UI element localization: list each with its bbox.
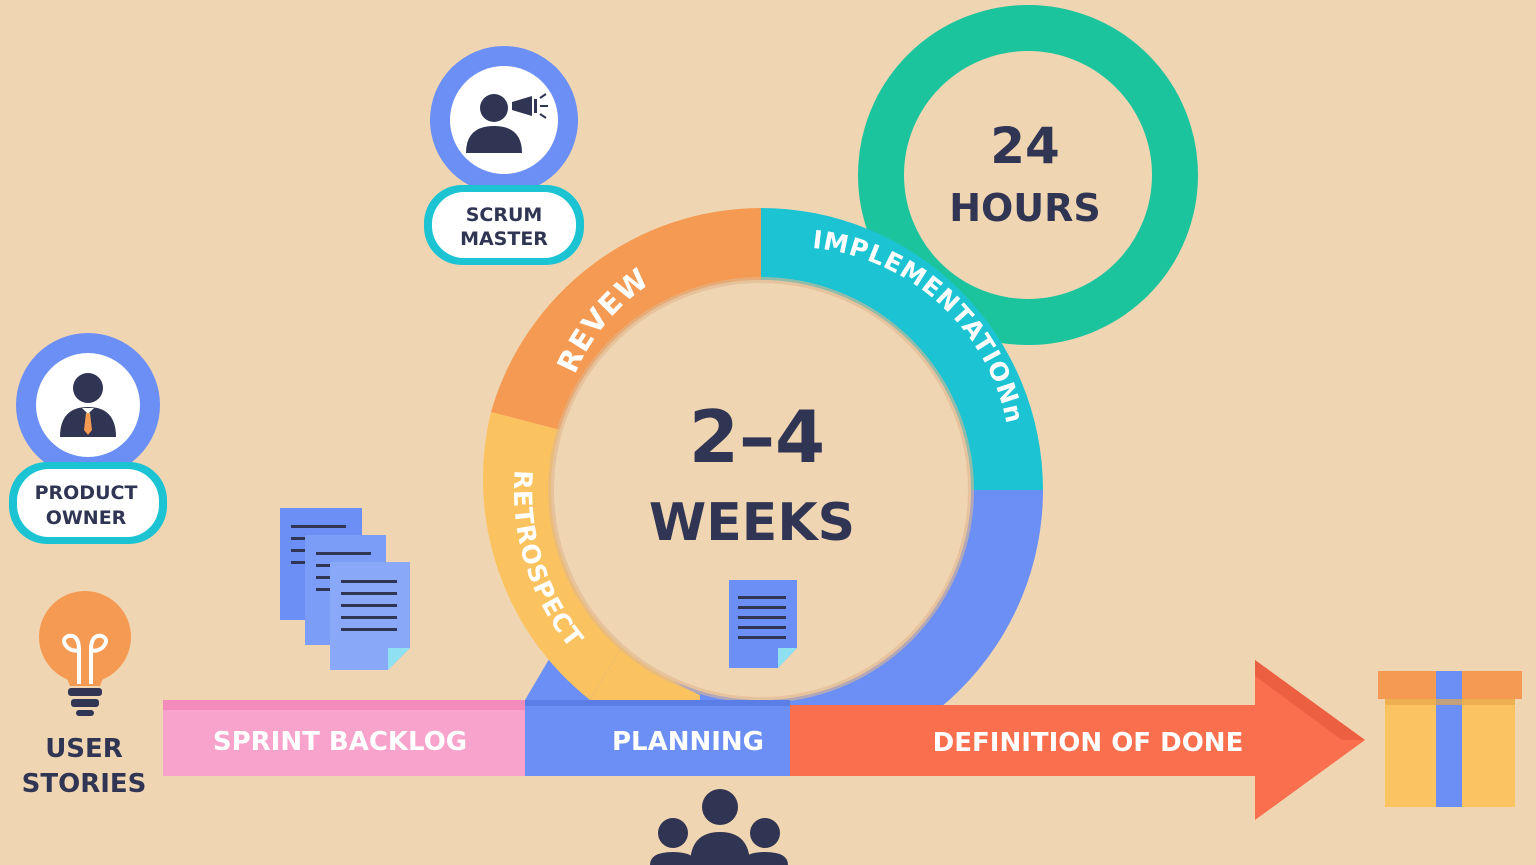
daily-value: 24 [990, 117, 1060, 175]
scrum-master-line1: SCRUM [466, 204, 543, 226]
sprint-document-icon [729, 580, 797, 668]
backlog-documents-icon [280, 508, 410, 670]
sprint-duration-unit: WEEKS [649, 493, 855, 553]
scrum-master-role: SCRUM MASTER [424, 46, 584, 265]
sprint-backlog-label: SPRINT BACKLOG [213, 727, 467, 757]
scrum-master-line2: MASTER [460, 228, 548, 250]
definition-of-done-label: DEFINITION OF DONE [933, 728, 1244, 758]
product-owner-line1: PRODUCT [35, 482, 138, 504]
sprint-backlog-band: SPRINT BACKLOG [163, 700, 525, 776]
megaphone-person-icon [466, 93, 548, 153]
gift-box-icon [1378, 671, 1522, 807]
user-stories-line1: USER [45, 734, 123, 764]
user-stories: USER STORIES [22, 591, 147, 799]
team-icon [650, 789, 788, 865]
lightbulb-icon [39, 591, 131, 716]
product-owner-line2: OWNER [46, 507, 127, 529]
daily-unit: HOURS [949, 186, 1101, 230]
businessman-icon [60, 373, 116, 437]
product-owner-role: PRODUCT OWNER [9, 333, 167, 544]
planning-band: PLANNING [525, 700, 790, 776]
definition-of-done-arrow: DEFINITION OF DONE [780, 660, 1365, 820]
sprint-cycle-ring: REVEW IMPLEMENTATIONn RETROSPECT 2–4 WEE… [482, 208, 1043, 772]
sprint-duration-value: 2–4 [689, 395, 825, 479]
daily-cycle-ring: 24 HOURS [858, 5, 1198, 345]
user-stories-line2: STORIES [22, 769, 147, 799]
planning-label: PLANNING [612, 727, 764, 757]
